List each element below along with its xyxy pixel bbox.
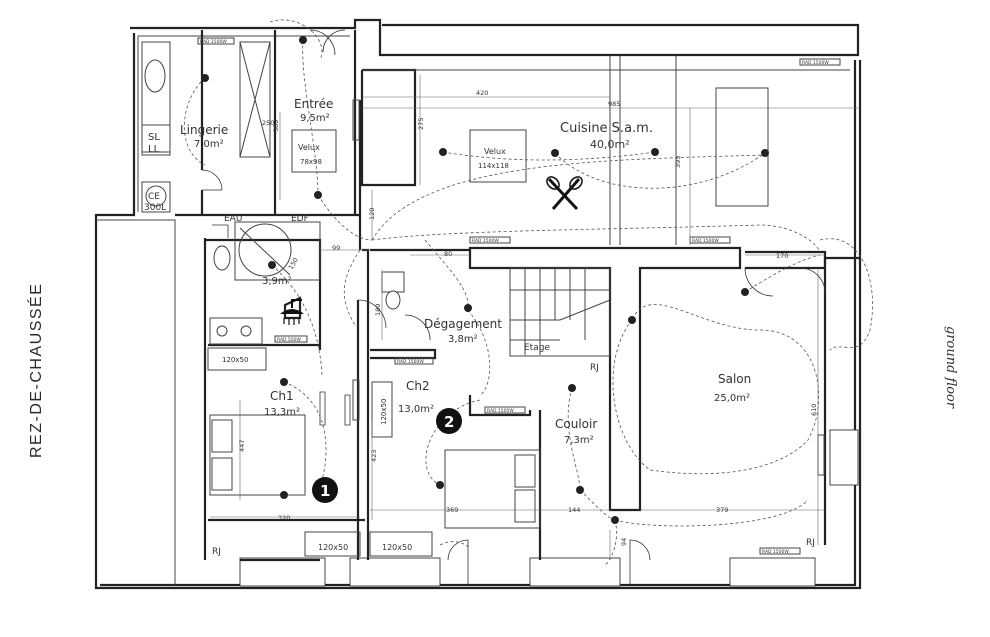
room-name-salon: Salon: [718, 372, 751, 386]
dim-447: 447: [238, 440, 246, 452]
stair-label: Etage: [524, 343, 550, 353]
dim-610: 610: [810, 404, 818, 416]
edf-label: EDF: [291, 214, 309, 224]
staircase: [509, 267, 611, 357]
rj-label-ch1: RJ: [212, 547, 221, 557]
velux-window: [291, 129, 337, 173]
room-area-couloir: 7,3m²: [564, 435, 594, 446]
ll-label: LL: [148, 144, 160, 155]
doors: [201, 29, 826, 585]
room-name-degagement: Dégagement: [424, 317, 502, 331]
closet-ch2: [371, 381, 393, 438]
dim-170: 170: [776, 252, 788, 260]
room-area-ch2: 13,0m²: [398, 404, 434, 415]
dim-120: 120: [368, 208, 376, 220]
room-name-couloir: Couloir: [555, 417, 597, 431]
marker-2: 2: [436, 408, 462, 434]
rad-label-lingerie: RAD 1500W: [200, 39, 227, 45]
bed-ch1: [209, 414, 306, 496]
bed-ch2: [444, 449, 541, 529]
marker-1: 1: [312, 477, 338, 503]
exterior-walls: [94, 18, 862, 590]
wc-bowl: [385, 290, 401, 310]
dim-275: 275: [417, 118, 425, 130]
eau-label: EAU: [224, 214, 242, 224]
dim-94: 94: [620, 538, 628, 546]
dim-320: 320: [278, 514, 290, 522]
closet-label-bath: 120x50: [222, 356, 248, 364]
room-name-cuisine: Cuisine S.a.m.: [560, 121, 653, 136]
dim-380: 380: [272, 120, 280, 132]
velux-size-2: 114x118: [478, 162, 509, 170]
room-area-lingerie: 7,0m²: [194, 139, 224, 150]
room-name-entree: Entrée: [294, 97, 333, 111]
closet-label-ch2-b: 120x50: [382, 543, 412, 552]
dim-369: 369: [446, 506, 458, 514]
laundry-fixtures: SL LL CE 300L: [141, 41, 271, 213]
dim-379: 379: [716, 506, 728, 514]
ce-label: CE: [148, 192, 160, 202]
wc: [381, 271, 405, 293]
rad-label-ch2-b: RAD 1500W: [487, 408, 514, 414]
room-area-salon: 25,0m²: [714, 393, 750, 404]
rj-label-salon: RJ: [806, 538, 815, 548]
shower-icon: [280, 299, 304, 325]
radiators: RAD 1500W RAD 1500W RAD 1500W RAD 1500W …: [197, 37, 841, 555]
marker-2-label: 2: [444, 413, 454, 431]
rj-label-couloir: RJ: [590, 363, 599, 373]
sl-label: SL: [148, 132, 160, 143]
kitchen-island: [715, 87, 769, 207]
interior-walls: [175, 30, 860, 562]
marker-1-label: 1: [320, 482, 330, 500]
velux-label: Velux: [298, 143, 320, 152]
room-name-lingerie: Lingerie: [180, 123, 228, 137]
room-area-ch1: 13,3m²: [264, 407, 300, 418]
room-area-entree: 9,5m²: [300, 113, 330, 124]
rad-label-cuisine-3: RAD 1500W: [692, 238, 719, 244]
ce-size: 300L: [144, 203, 166, 213]
room-area-degagement: 3,8m²: [448, 334, 478, 345]
rad-label-cuisine-2: RAD 1500W: [472, 238, 499, 244]
dim-144: 144: [568, 506, 580, 514]
kitchen-utensils-icon: [546, 176, 583, 211]
room-area-cuisine: 40,0m²: [590, 138, 630, 151]
velux-window-2: [469, 129, 527, 183]
rad-label-salon: RAD 1500W: [762, 549, 789, 555]
dim-250: 250: [262, 119, 274, 127]
electrical-wiring: [183, 19, 873, 566]
closet-ch1: [304, 531, 361, 557]
dimension-lines: [210, 75, 860, 560]
room-name-ch1: Ch1: [270, 389, 294, 403]
velux-label-2: Velux: [484, 147, 506, 156]
velux-size: 78x98: [300, 158, 322, 166]
rad-label-bath: RAD 500W: [277, 337, 302, 343]
rad-label-cuisine: RAD 1500W: [802, 60, 829, 66]
room-area-sdb: 3,9m²: [262, 276, 292, 287]
closet-label-ch2: 120x50: [380, 399, 388, 425]
bathroom: EAU EDF: [207, 214, 321, 371]
room-name-ch2: Ch2: [406, 379, 430, 393]
dim-423: 423: [370, 450, 378, 462]
light-points: [201, 36, 769, 524]
dim-180: 180: [374, 304, 382, 316]
rad-label-ch2: RAD 1500W: [397, 359, 424, 365]
closet-label-ch1: 120x50: [318, 543, 348, 552]
dim-80: 80: [444, 250, 452, 258]
dim-99: 99: [332, 244, 340, 252]
closet-ch2-b: [369, 531, 433, 557]
dim-420: 420: [476, 89, 488, 97]
dim-150: 150: [287, 256, 300, 271]
dim-395: 395: [674, 156, 682, 168]
dim-985: 985: [608, 100, 620, 108]
